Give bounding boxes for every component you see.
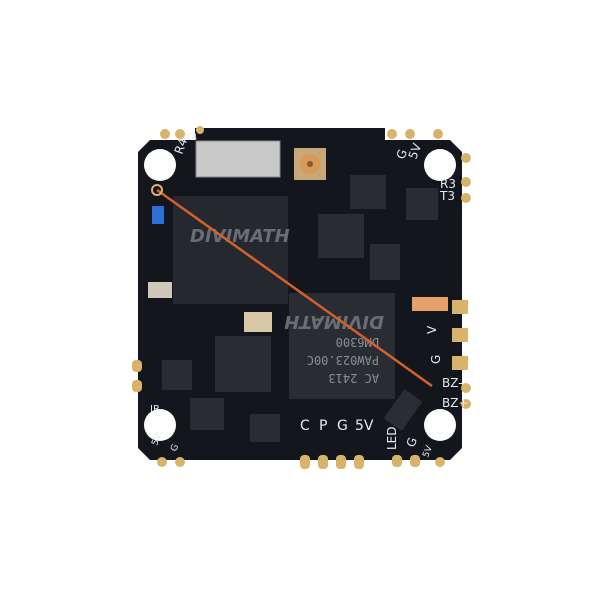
ufl-antenna-connector <box>294 148 326 180</box>
main-soc-chip: DIVIMATH <box>173 196 290 304</box>
silk-p: P <box>319 418 327 434</box>
silk-r3: R3 <box>440 177 456 191</box>
small-ics <box>162 175 438 442</box>
svg-text:DIVIMATH: DIVIMATH <box>284 311 384 332</box>
silk-v: V <box>425 325 439 334</box>
antenna-solder-point <box>151 184 163 196</box>
silk-t3: T3 <box>439 189 455 203</box>
silk-led-g: G <box>404 435 420 449</box>
silk-top-5v: 5V <box>406 141 425 161</box>
silk-bz-plus: BZ+ <box>442 396 469 410</box>
orange-capacitor <box>412 297 448 311</box>
svg-text:PAW023.00C: PAW023.00C <box>307 353 379 367</box>
silk-5v-bottom: 5V <box>355 418 374 434</box>
castellated-pads <box>132 126 471 469</box>
silk-bl-5v: 5V <box>150 432 164 447</box>
mounting-holes <box>144 149 456 441</box>
silk-led: LED <box>385 426 399 450</box>
silk-ir: IR <box>150 404 160 415</box>
led-diode <box>383 388 423 432</box>
svg-text:AC 2413: AC 2413 <box>328 371 379 385</box>
silk-g: G <box>429 355 443 364</box>
silk-led-5v: 5V <box>421 444 435 459</box>
silk-r4: R4 <box>172 136 191 156</box>
svg-text:DM6300: DM6300 <box>336 335 379 349</box>
silk-bz-minus: BZ- <box>442 376 463 390</box>
fpc-connector <box>195 140 281 178</box>
smd-component <box>148 282 172 298</box>
silk-top-g: G <box>394 147 410 161</box>
silk-bl-g: G <box>169 443 181 453</box>
blue-button <box>152 206 164 224</box>
silk-c: C <box>300 418 310 434</box>
crystal <box>244 312 272 332</box>
silk-g-bottom: G <box>337 418 348 434</box>
antenna-wire <box>156 188 433 388</box>
silk-t4: T4 <box>185 133 197 143</box>
svg-text:DIVIMATH: DIVIMATH <box>190 226 290 247</box>
vtx-chip: AC 2413 PAW023.00C DM6300 DIVIMATH <box>284 293 395 399</box>
